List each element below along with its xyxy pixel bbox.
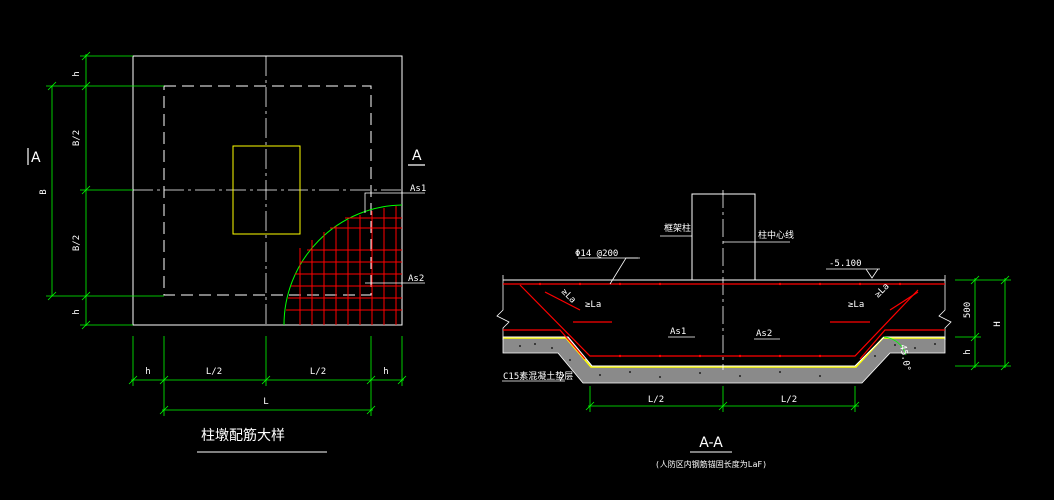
vertical-dimension-chain [46,51,164,330]
as2-label: As2 [408,274,424,284]
elevation-triangle [865,268,879,279]
dim-h-right: h [383,367,388,377]
dim-l: L [263,397,268,407]
axis-label: 柱中心线 [758,229,794,241]
rebar-arc [283,204,403,326]
cushion-texture [519,343,936,378]
plan-title: 柱墩配筋大样 [201,427,285,444]
lap-left-label: ≥La [585,300,601,310]
rebar-quadrant: As1 As2 [283,184,426,326]
la-diag-left: ≥La [559,287,578,306]
dim-h-bottom: h [72,309,82,314]
elevation-label: -5.100 [829,259,862,269]
horizontal-dimension-chain [128,336,407,416]
dim-b-half-bottom: B/2 [72,235,82,251]
section-rebars [503,283,945,360]
section-dim-l-half-left: L/2 [648,395,664,405]
section-title: A-A [699,435,723,451]
section-note: (人防区内钢筋锚固长度为LaF) [655,459,767,469]
dim-h-left: h [145,367,150,377]
section-mark-right: A [408,148,425,166]
dim-h-top: h [72,71,82,76]
plan-view: As1 As2 A A h B [27,51,426,453]
pier-inner-dashed-outline [163,85,372,296]
section-view: Φ14 @200 框架柱 柱中心线 -5.100 ≥La ≥La ≥La ≥La… [496,190,1011,469]
angle-arc [883,336,907,356]
section-dim-l-half-right: L/2 [781,395,797,405]
section-letter-left: A [31,150,41,166]
rebar-spec-label: Φ14 @200 [575,249,618,259]
section-mark-left: A [27,148,41,166]
section-letter-right: A [412,148,422,164]
as1-label: As1 [410,184,426,194]
section-dim-H: H [993,321,1003,326]
dim-l-half-right: L/2 [310,367,326,377]
dim-b: B [39,189,49,194]
section-vertical-dims [955,275,1011,371]
cushion-top-line [503,337,945,368]
column-label: 框架柱 [664,222,691,234]
column-section [691,193,756,280]
cushion-label: C15素混凝土垫层 [503,370,573,382]
section-horizontal-dims [585,386,860,412]
slab-bottom-line [503,336,945,367]
dim-500: 500 [963,302,973,318]
pier-outline [132,55,403,326]
section-as2-label: As2 [756,329,772,339]
dim-l-half-left: L/2 [206,367,222,377]
section-as1-label: As1 [670,327,686,337]
section-dim-h: h [963,349,973,354]
column-outline [232,145,301,235]
rebar-dots [538,282,902,358]
dim-b-half-top: B/2 [72,130,82,146]
lap-right-label: ≥La [848,300,864,310]
angle-label: 45.0° [897,344,912,372]
